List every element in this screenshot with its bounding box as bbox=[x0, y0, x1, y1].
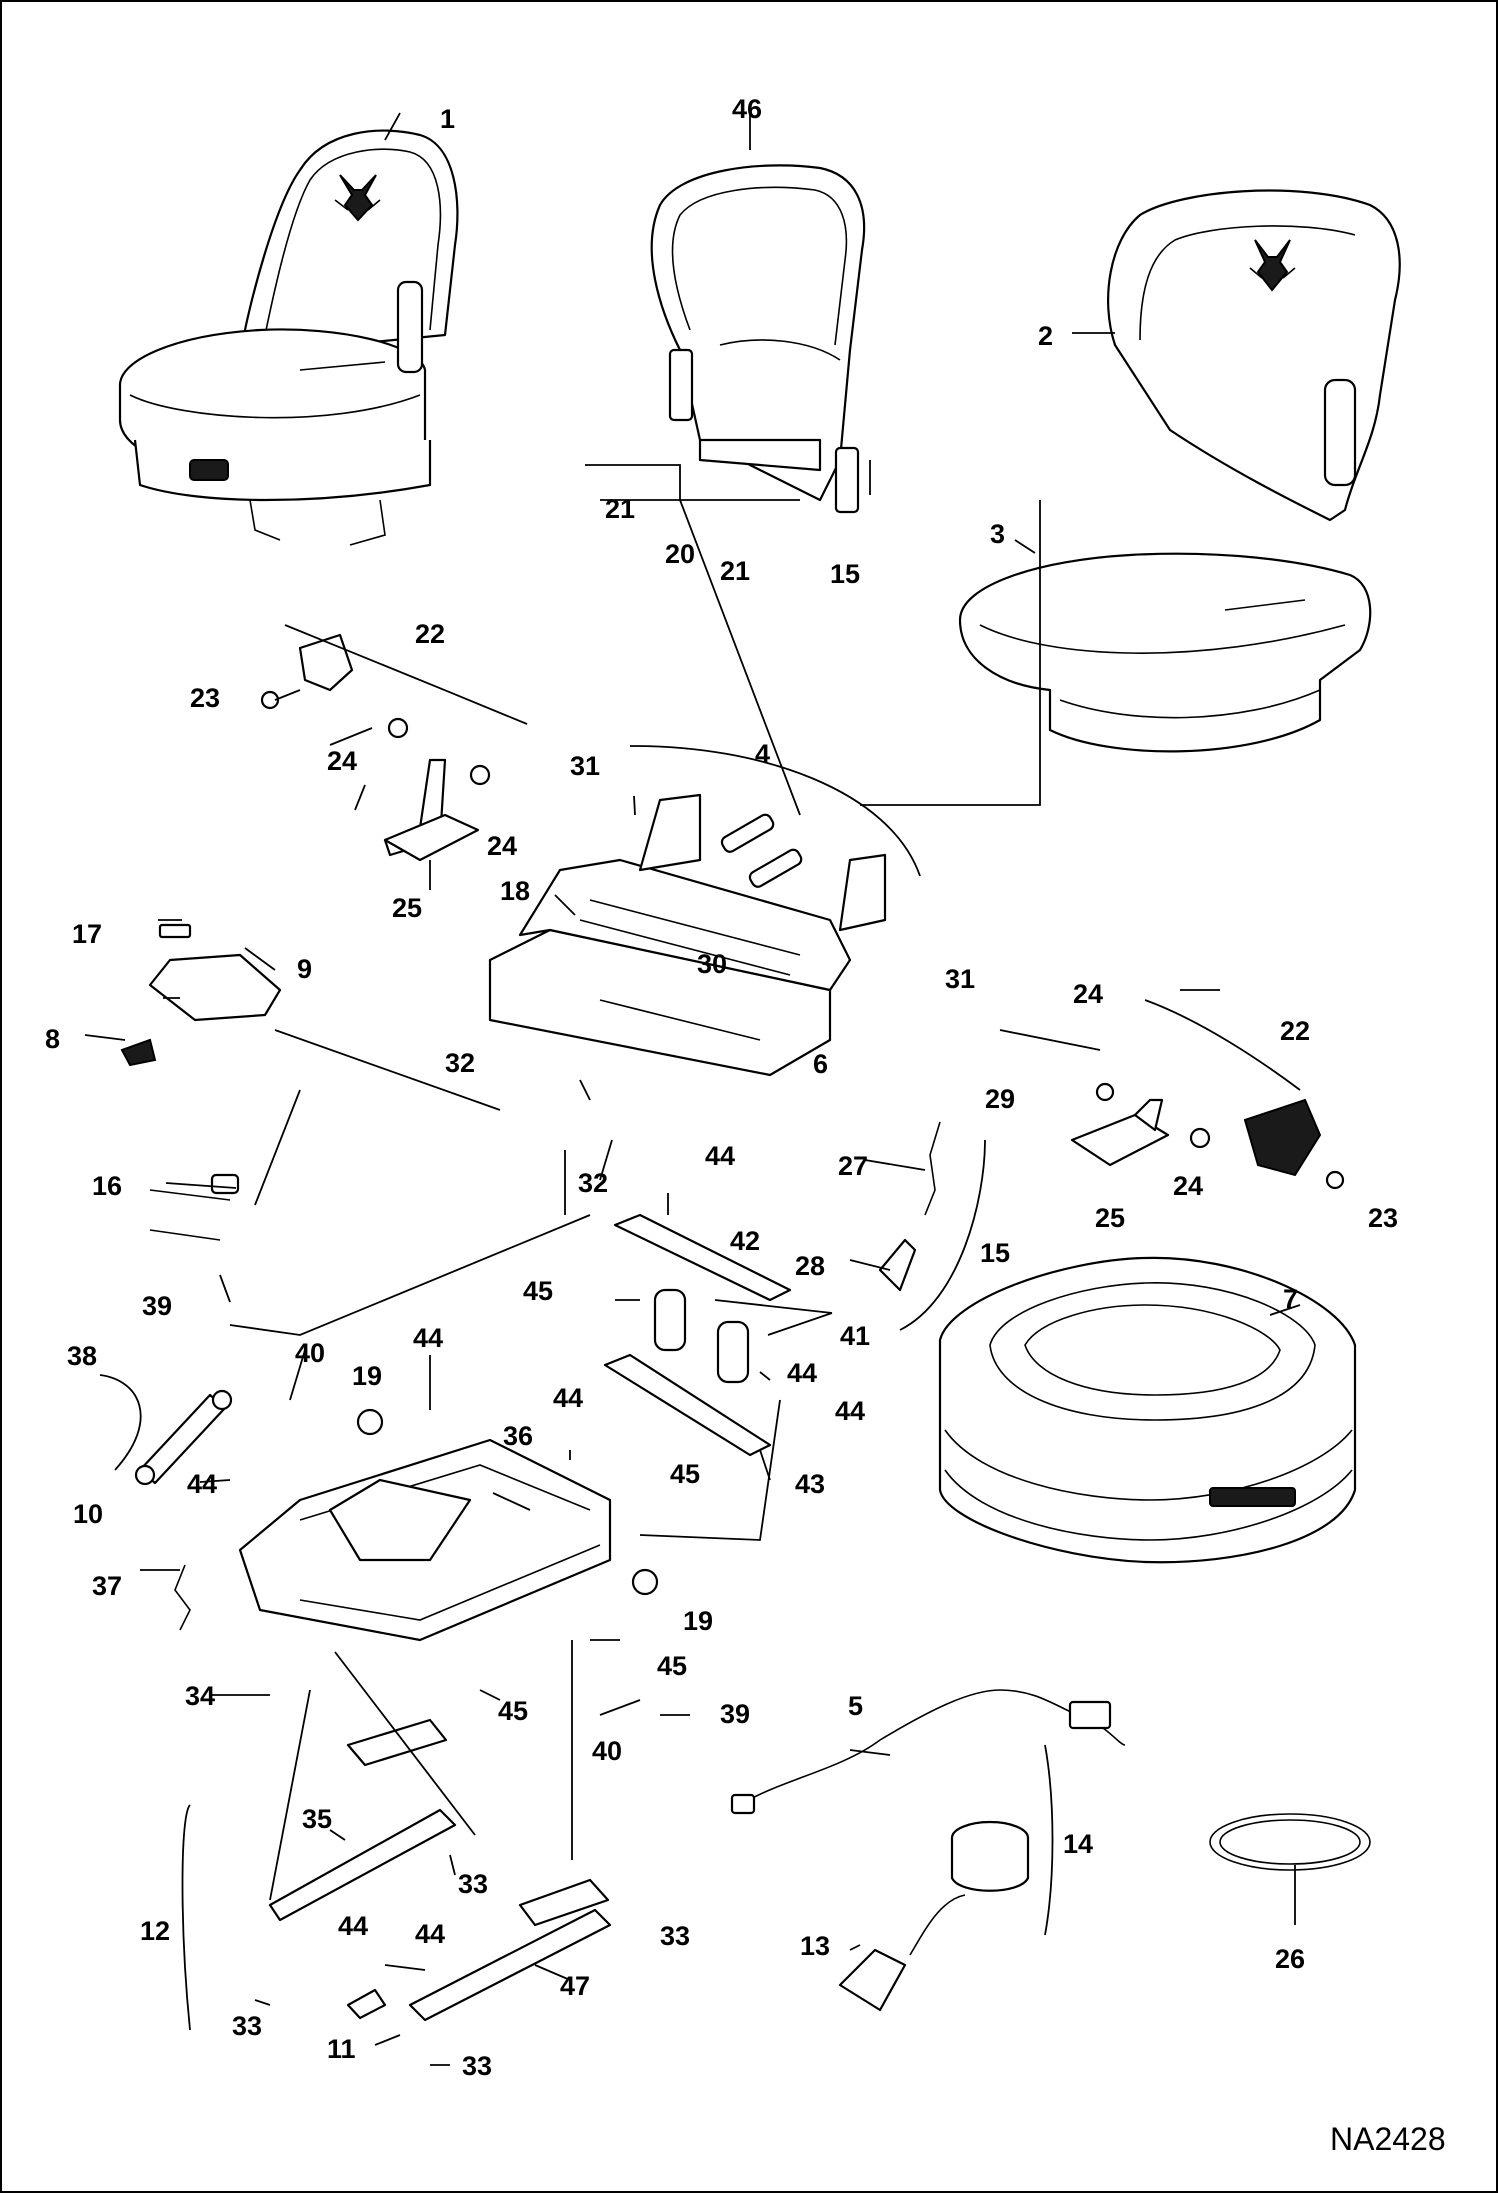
callout-32-top: 32 bbox=[445, 1048, 475, 1078]
callout-24-c: 24 bbox=[1073, 979, 1103, 1009]
callout-26: 26 bbox=[1275, 1944, 1305, 1974]
callout-28: 28 bbox=[795, 1251, 825, 1281]
bobcat-logo-icon bbox=[1249, 239, 1296, 292]
part-seatbelt-buckle bbox=[260, 633, 491, 862]
callout-15-top: 15 bbox=[830, 559, 860, 589]
callout-44-g: 44 bbox=[338, 1911, 368, 1941]
callout-2: 2 bbox=[1038, 321, 1053, 351]
callout-10: 10 bbox=[73, 1499, 103, 1529]
callout-1: 1 bbox=[440, 104, 455, 134]
callout-33-c: 33 bbox=[232, 2011, 262, 2041]
callout-40-left: 40 bbox=[295, 1338, 325, 1368]
callout-11: 11 bbox=[327, 2034, 356, 2064]
callout-12: 12 bbox=[140, 1916, 170, 1946]
callout-44-b: 44 bbox=[413, 1323, 443, 1353]
callout-33-b: 33 bbox=[660, 1921, 690, 1951]
part-shock-absorber bbox=[134, 1389, 233, 1631]
callout-25-right: 25 bbox=[1095, 1203, 1125, 1233]
callout-17: 17 bbox=[72, 919, 102, 949]
callout-27: 27 bbox=[838, 1151, 868, 1181]
part-wiring-harness bbox=[730, 1689, 1126, 1815]
callout-20: 20 bbox=[665, 539, 695, 569]
callout-21-left: 21 bbox=[605, 494, 635, 524]
part-base-frame bbox=[238, 1408, 659, 1642]
callout-23-left: 23 bbox=[190, 683, 220, 713]
callout-37: 37 bbox=[92, 1571, 122, 1601]
callout-3: 3 bbox=[990, 519, 1005, 549]
leader-lines bbox=[84, 112, 1301, 2066]
callout-25-left: 25 bbox=[392, 893, 422, 923]
part-seat-cushion bbox=[958, 552, 1372, 753]
callout-5: 5 bbox=[848, 1691, 863, 1721]
callout-44-h: 44 bbox=[415, 1919, 445, 1949]
callout-14: 14 bbox=[1063, 1829, 1093, 1859]
part-seat-switch bbox=[838, 1820, 1030, 2012]
callout-24-b: 24 bbox=[487, 831, 517, 861]
callout-44-c: 44 bbox=[787, 1358, 817, 1388]
callout-22-right: 22 bbox=[1280, 1016, 1310, 1046]
callout-21-right: 21 bbox=[720, 556, 750, 586]
callout-36: 36 bbox=[503, 1421, 533, 1451]
callout-43: 43 bbox=[795, 1469, 825, 1499]
callout-32-bottom: 32 bbox=[578, 1168, 608, 1198]
callout-44-a: 44 bbox=[705, 1141, 735, 1171]
callout-8: 8 bbox=[45, 1024, 60, 1054]
callout-39-left: 39 bbox=[142, 1291, 172, 1321]
part-seat-pan bbox=[938, 1256, 1357, 1564]
callout-44-d: 44 bbox=[835, 1396, 865, 1426]
callout-30: 30 bbox=[697, 949, 727, 979]
callout-31-top: 31 bbox=[570, 751, 600, 781]
callout-45-b: 45 bbox=[670, 1459, 700, 1489]
callout-24-a: 24 bbox=[327, 746, 357, 776]
callout-18: 18 bbox=[500, 876, 530, 906]
callout-41: 41 bbox=[840, 1321, 870, 1351]
callout-33-a: 33 bbox=[458, 1869, 488, 1899]
part-seat-rails bbox=[268, 1718, 612, 2022]
callout-39-right: 39 bbox=[720, 1699, 750, 1729]
part-adjust-lever bbox=[120, 923, 282, 1241]
callout-45-a: 45 bbox=[523, 1276, 553, 1306]
callout-46: 46 bbox=[732, 94, 762, 124]
callout-45-d: 45 bbox=[498, 1696, 528, 1726]
callout-24-d: 24 bbox=[1173, 1171, 1203, 1201]
callout-42: 42 bbox=[730, 1226, 760, 1256]
callout-15-right: 15 bbox=[980, 1238, 1010, 1268]
callout-19-bottom: 19 bbox=[683, 1606, 713, 1636]
part-seatbelt-right bbox=[1070, 1082, 1345, 1190]
brand-plate-icon bbox=[1209, 1487, 1296, 1507]
callout-40-right: 40 bbox=[592, 1736, 622, 1766]
part-slider-rails bbox=[603, 1213, 792, 1457]
callout-16: 16 bbox=[92, 1171, 122, 1201]
callout-33-d: 33 bbox=[462, 2051, 492, 2081]
callout-38: 38 bbox=[67, 1341, 97, 1371]
callout-44-e: 44 bbox=[553, 1383, 583, 1413]
callout-44-f: 44 bbox=[187, 1469, 217, 1499]
callout-29: 29 bbox=[985, 1084, 1015, 1114]
figure-code: NA2428 bbox=[1330, 2121, 1446, 2157]
callout-4: 4 bbox=[755, 739, 770, 769]
callout-7: 7 bbox=[1283, 1284, 1298, 1314]
callout-45-c: 45 bbox=[657, 1651, 687, 1681]
callout-19-top: 19 bbox=[352, 1361, 382, 1391]
callout-9: 9 bbox=[297, 954, 312, 984]
part-seat-assembly bbox=[118, 129, 459, 546]
part-backrest-frame bbox=[650, 164, 866, 514]
callout-6: 6 bbox=[813, 1049, 828, 1079]
callout-22-left: 22 bbox=[415, 619, 445, 649]
part-release-handle bbox=[878, 1121, 941, 1292]
callout-23-right: 23 bbox=[1368, 1203, 1398, 1233]
part-upper-suspension bbox=[488, 793, 887, 1077]
callout-35: 35 bbox=[302, 1804, 332, 1834]
callout-13: 13 bbox=[800, 1931, 830, 1961]
callout-labels: 1 46 2 3 21 20 21 15 22 23 24 24 25 31 4… bbox=[45, 94, 1446, 2157]
callout-34: 34 bbox=[185, 1681, 215, 1711]
part-back-cushion bbox=[1107, 189, 1401, 522]
bobcat-logo-icon bbox=[334, 174, 381, 222]
callout-31-right: 31 bbox=[945, 964, 975, 994]
part-hose bbox=[1209, 1813, 1371, 1871]
callout-47: 47 bbox=[560, 1971, 590, 2001]
